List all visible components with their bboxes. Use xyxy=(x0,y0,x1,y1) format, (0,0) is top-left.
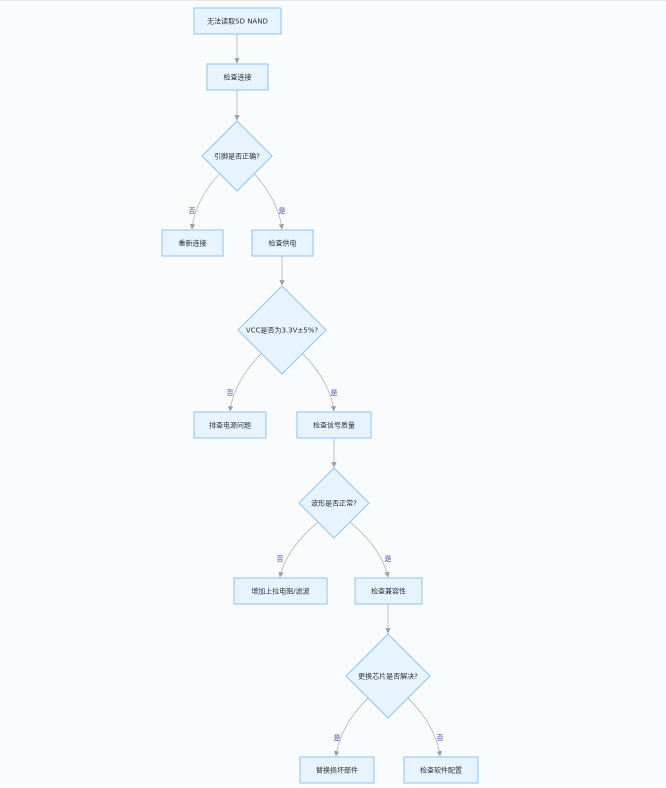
node-replace-part-label: 替换损坏部件 xyxy=(316,766,358,775)
node-check-compat-label: 检查兼容性 xyxy=(371,587,406,596)
node-check-compat[interactable]: 检查兼容性 xyxy=(354,577,423,605)
edge-replace-chip-ok-yes xyxy=(333,697,369,757)
edge-label-chip-no: 否 xyxy=(437,734,444,742)
node-check-signal[interactable]: 检查信号质量 xyxy=(296,411,372,439)
node-pin-ok-label: 引脚是否正确? xyxy=(214,152,260,161)
edge-label-pin-yes: 是 xyxy=(279,207,286,215)
edge-vcc-ok-no xyxy=(227,352,263,412)
node-add-pullup-label: 增加上拉电阻/滤波 xyxy=(251,587,309,596)
node-check-power-label: 检查供电 xyxy=(269,239,297,248)
edge-pin-ok-yes xyxy=(251,170,285,230)
node-vcc-ok-decision[interactable]: VCC是否为3.3V±5%? xyxy=(237,285,327,375)
edge-pin-ok-no xyxy=(189,170,223,230)
edge-labels: 否 是 否 是 否 是 是 否 xyxy=(189,207,444,742)
node-start-label: 无法读取SD NAND xyxy=(207,17,268,26)
node-check-signal-label: 检查信号质量 xyxy=(313,421,355,430)
edge-vcc-ok-yes xyxy=(301,352,337,412)
edge-label-vcc-no: 否 xyxy=(227,389,234,397)
node-waveform-ok-decision[interactable]: 波形是否正常? xyxy=(298,467,370,539)
edge-label-wave-yes: 是 xyxy=(385,555,392,563)
node-start[interactable]: 无法读取SD NAND xyxy=(193,7,282,35)
node-reconnect[interactable]: 重新连接 xyxy=(161,229,224,257)
edges xyxy=(189,34,443,757)
node-check-software-label: 检查软件配置 xyxy=(420,766,462,775)
node-power-issue-label: 排查电源问题 xyxy=(209,421,251,430)
node-waveform-ok-label: 波形是否正常? xyxy=(311,499,357,508)
node-replace-part[interactable]: 替换损坏部件 xyxy=(299,756,375,784)
edge-label-chip-yes: 是 xyxy=(334,734,341,742)
node-check-software[interactable]: 检查软件配置 xyxy=(403,756,479,784)
node-check-power[interactable]: 检查供电 xyxy=(251,229,314,257)
node-replace-chip-ok-label: 更换芯片是否解决? xyxy=(358,672,418,681)
edge-label-pin-no: 否 xyxy=(189,207,196,215)
edge-waveform-ok-no xyxy=(278,521,319,578)
edge-replace-chip-ok-no xyxy=(407,697,443,757)
node-vcc-ok-label: VCC是否为3.3V±5%? xyxy=(246,326,318,335)
node-pin-ok-decision[interactable]: 引脚是否正确? xyxy=(201,120,273,192)
node-reconnect-label: 重新连接 xyxy=(179,239,207,248)
edge-label-vcc-yes: 是 xyxy=(331,389,338,397)
edge-label-wave-no: 否 xyxy=(277,555,284,563)
edge-waveform-ok-yes xyxy=(349,521,390,578)
node-power-issue[interactable]: 排查电源问题 xyxy=(193,411,267,439)
node-add-pullup[interactable]: 增加上拉电阻/滤波 xyxy=(233,577,328,605)
node-replace-chip-ok-decision[interactable]: 更换芯片是否解决? xyxy=(345,633,431,719)
node-check-connection[interactable]: 检查连接 xyxy=(206,63,269,91)
node-check-connection-label: 检查连接 xyxy=(224,73,252,82)
